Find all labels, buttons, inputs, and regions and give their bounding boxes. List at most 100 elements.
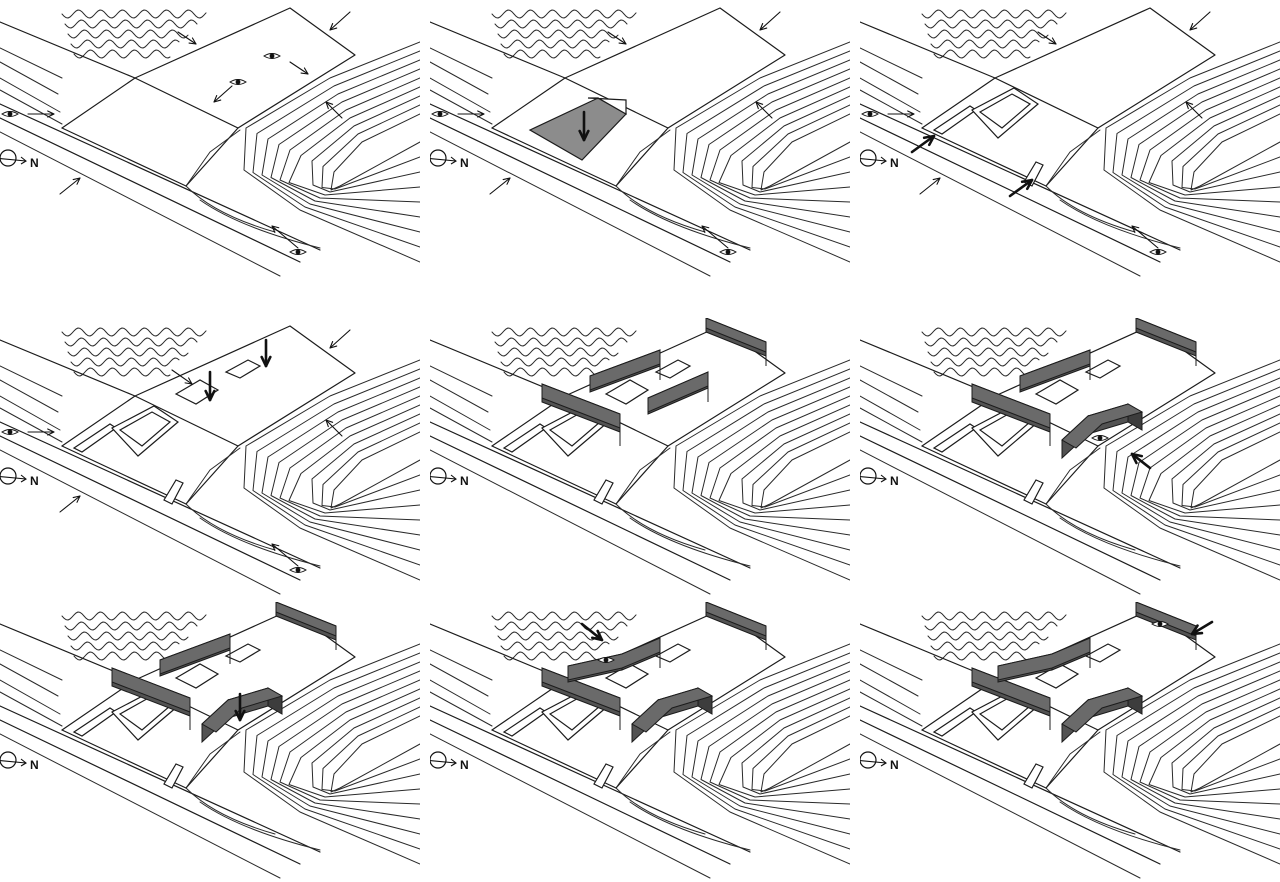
light-voids [174, 643, 262, 689]
view-arrow [607, 31, 627, 45]
eye-icon [229, 79, 247, 85]
eye-icon [431, 111, 449, 117]
contour-lines-west [860, 21, 996, 125]
eye-icon [1151, 621, 1169, 627]
north-label: N [460, 156, 469, 170]
building-volume-west [111, 667, 191, 730]
building-volume-bent [631, 687, 714, 744]
view-arrow [171, 369, 193, 385]
site-base: N [0, 7, 420, 277]
down-arrow [578, 110, 590, 142]
eye-icon [289, 567, 307, 573]
panel-drawing: N [860, 318, 1280, 595]
building-volume-center [159, 633, 231, 677]
water-waves [61, 327, 207, 377]
north-label: N [890, 758, 899, 772]
view-arrow [1189, 11, 1211, 31]
site-platform [491, 609, 786, 789]
view-arrow [755, 101, 773, 119]
contour-lines-east [1045, 643, 1280, 865]
view-arrow [457, 110, 485, 118]
north-arrow: N [430, 149, 469, 170]
site-platform [491, 7, 786, 187]
diagram-panel-3: N [860, 0, 1280, 280]
light-voids [1034, 643, 1122, 689]
building-volume-center [589, 349, 661, 393]
panel-drawing: N [430, 7, 850, 277]
building-volume-center [1019, 349, 1091, 393]
north-label: N [30, 474, 39, 488]
north-arrow: N [0, 751, 39, 772]
view-arrow [271, 543, 299, 567]
entry-arrow [910, 134, 936, 154]
light-voids [1034, 359, 1122, 405]
site-platform [61, 7, 356, 187]
view-arrow [1131, 225, 1159, 249]
eye-icon [1149, 249, 1167, 255]
north-label: N [890, 474, 899, 488]
view-arrow [759, 11, 781, 31]
view-arrow [289, 61, 309, 75]
diagram-panel-8: N [430, 602, 850, 882]
view-arrow [580, 622, 604, 642]
view-arrow [177, 31, 197, 45]
eye-icon [719, 249, 737, 255]
north-label: N [890, 156, 899, 170]
building-volume-north [1135, 318, 1197, 366]
view-arrow [1190, 620, 1214, 636]
contour-lines-east [185, 643, 420, 865]
panel-drawing: N [0, 325, 420, 595]
water-waves [491, 9, 637, 59]
diagram-panel-7: N [0, 602, 420, 882]
eye-icon [263, 53, 281, 59]
light-voids [604, 359, 692, 405]
road [430, 103, 751, 277]
site-platform [61, 609, 356, 789]
site-platform [921, 7, 1216, 187]
panel-drawing: N [860, 602, 1280, 879]
view-arrow [701, 225, 729, 249]
building-volume-north [705, 602, 767, 650]
site-platform [61, 325, 356, 505]
building-volume-west [541, 667, 621, 730]
road [0, 103, 321, 277]
panel-drawing: N [0, 602, 420, 879]
view-arrow [59, 177, 81, 195]
building-volume-bent [1061, 687, 1144, 744]
road [430, 421, 751, 595]
building-volume-bent [1061, 403, 1144, 460]
building-volume-bent-2 [997, 637, 1091, 683]
panel-drawing: N [0, 7, 420, 277]
access-wells [72, 405, 184, 505]
building-volume-bent [201, 687, 284, 744]
building-volume-west [971, 383, 1051, 446]
contour-lines-east [615, 359, 850, 581]
eye-icon [289, 249, 307, 255]
north-label: N [30, 156, 39, 170]
contour-lines-east [185, 359, 420, 581]
north-label: N [30, 758, 39, 772]
view-arrow [1037, 31, 1057, 45]
contour-lines-east [1045, 41, 1280, 263]
panel-elements [502, 318, 767, 505]
diagram-panel-9: N [860, 602, 1280, 882]
north-label: N [460, 758, 469, 772]
north-arrow: N [860, 467, 899, 488]
view-arrow [329, 329, 351, 349]
road [860, 705, 1181, 879]
diagram-panel-6: N [860, 318, 1280, 598]
panel-elements [932, 602, 1214, 789]
building-volume-east [647, 371, 709, 415]
view-arrow [329, 11, 351, 31]
contour-lines-west [430, 21, 566, 125]
diagram-panel-2: N [430, 0, 850, 280]
site-platform [921, 325, 1216, 505]
contour-lines-east [615, 41, 850, 263]
site-platform [921, 609, 1216, 789]
north-arrow: N [860, 751, 899, 772]
panel-elements [861, 11, 1211, 255]
building-volume-north [275, 602, 337, 650]
entry-arrow [1008, 178, 1034, 198]
view-arrow [489, 177, 511, 195]
view-arrow [213, 85, 233, 103]
